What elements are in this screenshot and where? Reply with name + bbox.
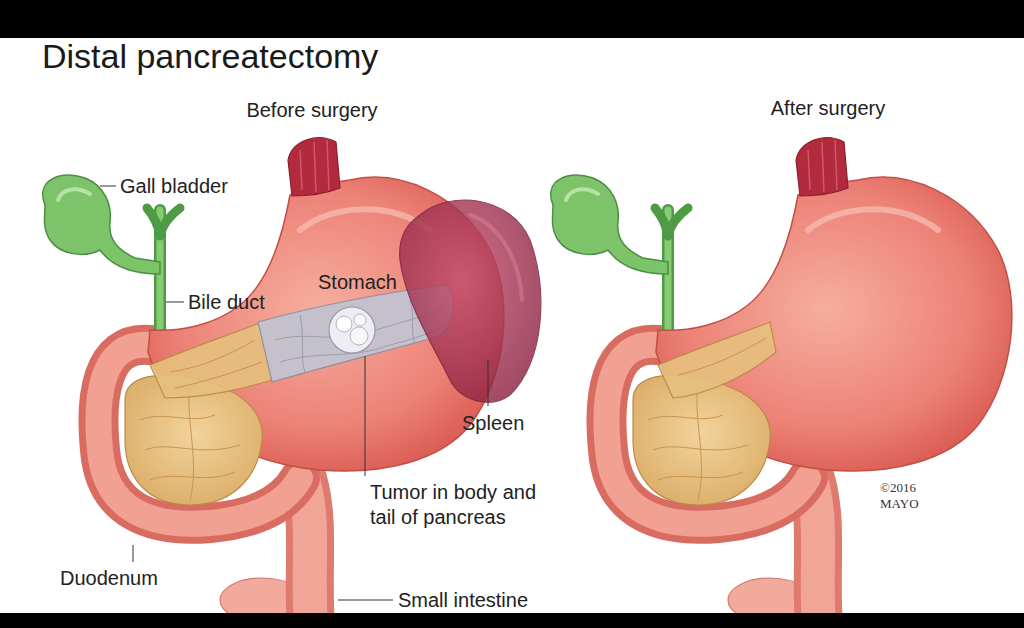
leader-line	[365, 356, 366, 476]
part-label: Duodenum	[60, 566, 158, 590]
pancreas-neck-vessels	[170, 340, 262, 388]
leader-lines	[100, 186, 488, 600]
part-label: Bile duct	[188, 290, 265, 314]
leader-line	[100, 186, 116, 187]
part-label: Tumor in body and tail of pancreas	[370, 480, 560, 530]
leader-line	[488, 360, 489, 406]
spleen	[400, 200, 541, 402]
before-extras	[150, 200, 541, 402]
pancreas-neck	[150, 322, 272, 398]
part-label: Small intestine	[398, 588, 528, 612]
leader-line	[133, 545, 134, 562]
tumor-lobe	[354, 314, 366, 326]
part-label: Spleen	[462, 411, 524, 435]
tumor	[329, 307, 375, 353]
tumor-lobe	[350, 327, 368, 345]
leader-line	[166, 302, 184, 303]
copyright-note: ©2016 MAYO	[880, 480, 919, 513]
top-bar	[0, 0, 1024, 38]
diagram-title: Distal pancreatectomy	[42, 36, 378, 77]
view-heading: Before surgery	[246, 98, 377, 122]
tumor-lobe	[336, 316, 352, 332]
spleen-shine	[470, 215, 522, 300]
pancreas-remnant-vessels	[678, 338, 766, 375]
leader-line	[338, 600, 393, 601]
pancreas-remnant	[658, 322, 776, 398]
part-label: Stomach	[318, 270, 397, 294]
after-extras	[658, 322, 776, 398]
part-label: Gall bladder	[120, 174, 228, 198]
view-heading: After surgery	[771, 96, 885, 120]
after-figure	[551, 138, 1012, 628]
bottom-bar	[0, 613, 1024, 628]
